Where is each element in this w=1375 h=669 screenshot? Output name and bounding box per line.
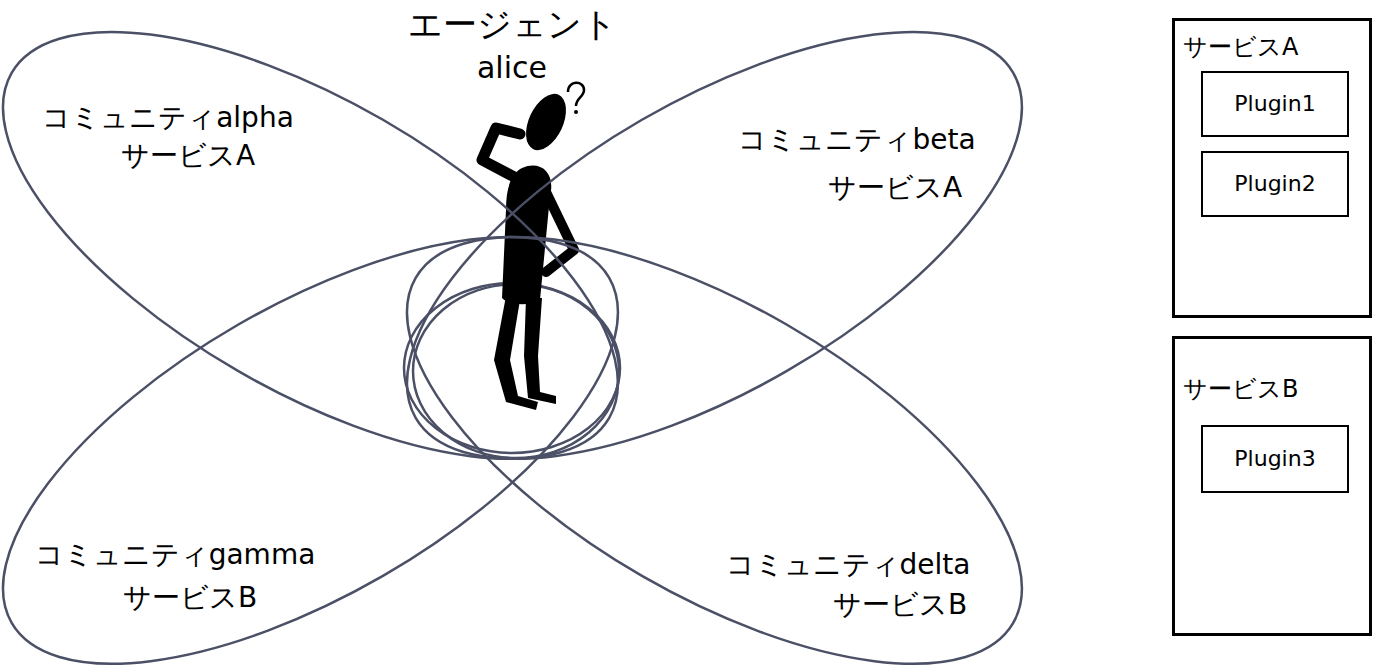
community-ellipse: コミュニティbeta サービスA bbox=[407, 32, 1022, 459]
plugin-box: Plugin3 bbox=[1201, 425, 1349, 493]
community-ellipse: コミュニティdelta サービスB bbox=[407, 237, 1022, 664]
figure-head bbox=[518, 88, 574, 157]
community-name: コミュニティbeta bbox=[738, 123, 975, 157]
plugin-name: Plugin2 bbox=[1234, 171, 1315, 197]
agent-label: エージェント bbox=[408, 4, 617, 45]
plugin-name: Plugin1 bbox=[1234, 91, 1315, 117]
service-box: サービスA Plugin1Plugin2 bbox=[1172, 18, 1372, 318]
service-name: サービスA bbox=[121, 139, 255, 173]
center-circle bbox=[413, 284, 619, 458]
ellipse-outline bbox=[343, 152, 1086, 669]
question-mark bbox=[574, 110, 578, 114]
service-box: サービスB Plugin3 bbox=[1172, 336, 1372, 636]
ellipse-outline bbox=[3, 237, 618, 664]
community-name: コミュニティgamma bbox=[35, 538, 316, 572]
service-name: サービスB bbox=[833, 588, 967, 622]
question-mark bbox=[568, 83, 584, 106]
community-name: コミュニティdelta bbox=[726, 548, 971, 582]
ellipse-outline bbox=[0, 0, 681, 543]
ellipse-outline bbox=[343, 0, 1086, 543]
ellipse-outline bbox=[407, 32, 1022, 459]
service-title: サービスB bbox=[1183, 375, 1298, 404]
plugin-name: Plugin3 bbox=[1234, 446, 1315, 472]
community-name: コミュニティalpha bbox=[42, 101, 294, 135]
ellipse-outline bbox=[3, 32, 618, 459]
plugin-box: Plugin1 bbox=[1201, 71, 1349, 137]
service-name: サービスA bbox=[828, 171, 962, 205]
figure-arm bbox=[545, 190, 574, 272]
community-ellipse: コミュニティgamma サービスB bbox=[3, 237, 618, 664]
agent-name: alice bbox=[477, 50, 547, 86]
service-title: サービスA bbox=[1183, 33, 1298, 62]
service-name: サービスB bbox=[123, 581, 257, 615]
plugin-box: Plugin2 bbox=[1201, 151, 1349, 217]
figure-leg bbox=[524, 298, 556, 404]
ellipse-outline bbox=[0, 152, 681, 669]
figure-arm bbox=[482, 128, 524, 182]
community-ellipse: コミュニティalpha サービスA bbox=[3, 32, 618, 459]
